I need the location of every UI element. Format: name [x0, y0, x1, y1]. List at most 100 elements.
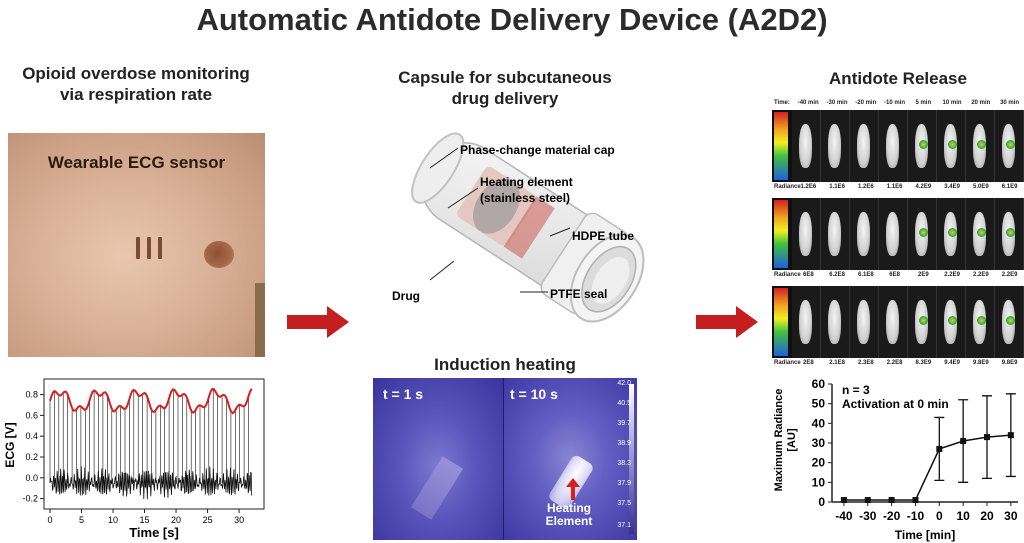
label-heating-element-2: (stainless steel) [480, 191, 570, 205]
mouse-silhouette [799, 212, 812, 256]
radiance-y-tick-label: 60 [812, 378, 826, 391]
radiance-points [840, 432, 1014, 504]
radiance-prefix: Radiance [774, 272, 801, 278]
thermal-time-1: t = 1 s [383, 386, 424, 402]
ecg-y-tick-label: 0.0 [25, 473, 38, 483]
radiance-y-tick-label: 40 [812, 416, 826, 430]
mouse-silhouette [799, 124, 812, 168]
thermal-panel-1: t = 1 s [373, 378, 503, 540]
mouse-image [937, 198, 966, 270]
mouse-image [792, 286, 821, 358]
cbar-tick: 40.5 [617, 400, 631, 407]
ecg-y-ticks: 0.80.60.40.20.0-0.2 [22, 390, 44, 504]
heating-element-arrow [566, 478, 580, 500]
mouse-image [908, 198, 937, 270]
radiance-point [984, 434, 990, 441]
mouse-image [966, 110, 995, 182]
radiance-x-tick-label: -40 [835, 509, 853, 523]
left-heading-line2: via respiration rate [59, 85, 213, 104]
mouse-silhouette [886, 300, 899, 344]
radiance-value: 9.4E9 [944, 360, 960, 366]
radiance-color-scale [774, 200, 788, 268]
radiance-x-tick-label: -20 [883, 509, 901, 523]
mouse-image [792, 198, 821, 270]
luminescence-signal [919, 140, 928, 149]
mouse-image [850, 110, 879, 182]
radiance-x-tick-label: 30 [1004, 509, 1018, 523]
imaging-row [772, 286, 1024, 358]
flow-arrow-1 [287, 306, 349, 338]
radiance-x-tick-label: 20 [980, 509, 994, 523]
middle-heading: Capsule for subcutaneous drug delivery [360, 67, 650, 109]
mouse-image [821, 198, 850, 270]
time-label: 10 min [942, 100, 962, 106]
mouse-image [937, 110, 966, 182]
ecg-y-tick-label: 0.6 [25, 410, 38, 420]
radiance-x-tick-label: -30 [859, 509, 877, 523]
mouse-image [792, 110, 821, 182]
heating-element-label-2: Element [545, 514, 593, 528]
radiance-y-tick-label: 50 [812, 397, 826, 411]
luminescence-signal [1006, 140, 1015, 149]
mouse-silhouette [886, 212, 899, 256]
luminescence-signal [919, 316, 928, 325]
mouse-image [995, 198, 1024, 270]
radiance-value: 4.2E9 [915, 184, 932, 190]
cbar-tick: 37.9 [617, 480, 631, 487]
label-heating-element-1: Heating element [480, 175, 573, 189]
left-heading-line1: Opioid overdose monitoring [22, 64, 250, 83]
mouse-image [966, 286, 995, 358]
radiance-value: 9.8E9 [1001, 360, 1018, 366]
mouse-image [908, 286, 937, 358]
ecg-x-tick-label: 0 [47, 515, 52, 525]
mouse-image [879, 110, 908, 182]
capsule-diagram: Phase-change material cap Heating elemen… [392, 132, 645, 323]
mouse-image [908, 110, 937, 182]
ecg-y-tick-label: -0.2 [22, 494, 38, 504]
radiance-point [888, 497, 895, 504]
luminescence-signal [1006, 316, 1015, 325]
radiance-value: 2.2E9 [1001, 272, 1018, 278]
imaging-time-row: Time: -40 min -30 min -20 min -10 min 5 … [774, 100, 1024, 106]
left-heading: Opioid overdose monitoring via respirati… [0, 63, 272, 105]
chart-annotation-n: n = 3 [842, 383, 870, 397]
middle-heading-line1: Capsule for subcutaneous [398, 68, 612, 87]
heating-element-label-1: Heating [546, 501, 591, 515]
luminescence-signal [948, 228, 957, 237]
radiance-xlabel: Time [min] [895, 528, 955, 542]
luminescence-signal [977, 316, 986, 325]
label-phase-change-cap: Phase-change material cap [460, 143, 615, 157]
mouse-image [879, 286, 908, 358]
mouse-image [879, 198, 908, 270]
heating-element [473, 178, 520, 234]
mouse-image [937, 286, 966, 358]
thermal-panel-2: t = 10 s Heating Element [504, 378, 637, 540]
radiance-value: 1.1E6 [886, 184, 903, 190]
photo-arm-shadow [255, 283, 265, 357]
cbar-tick: 38.9 [617, 440, 631, 447]
radiance-prefix: Radiance [774, 360, 801, 366]
electrode-2 [147, 237, 151, 259]
time-label: -20 min [855, 100, 877, 106]
radiance-value: 9.8E9 [973, 360, 989, 366]
luminescence-signal [948, 316, 957, 325]
ecg-ylabel: ECG [V] [3, 422, 17, 467]
radiance-value: 1.1E6 [829, 184, 845, 190]
photo-skin-feature [204, 241, 234, 268]
ecg-y-tick-label: 0.4 [25, 431, 38, 441]
radiance-value: 2.2E8 [886, 360, 903, 366]
ecg-sensor-photo: Wearable ECG sensor [8, 133, 265, 357]
ecg-r-peaks [49, 388, 249, 483]
radiance-value: 2.2E9 [973, 272, 989, 278]
radiance-x-tick-label: -10 [907, 509, 925, 523]
radiance-value: 1.2E6 [800, 184, 817, 190]
ecg-x-tick-label: 30 [234, 515, 244, 525]
chart-annotation-activation: Activation at 0 min [842, 397, 949, 411]
radiance-ylabel-line1: Maximum Radiance [773, 389, 785, 492]
mouse-silhouette [828, 124, 841, 168]
radiance-x-tick-label: 10 [956, 509, 970, 523]
